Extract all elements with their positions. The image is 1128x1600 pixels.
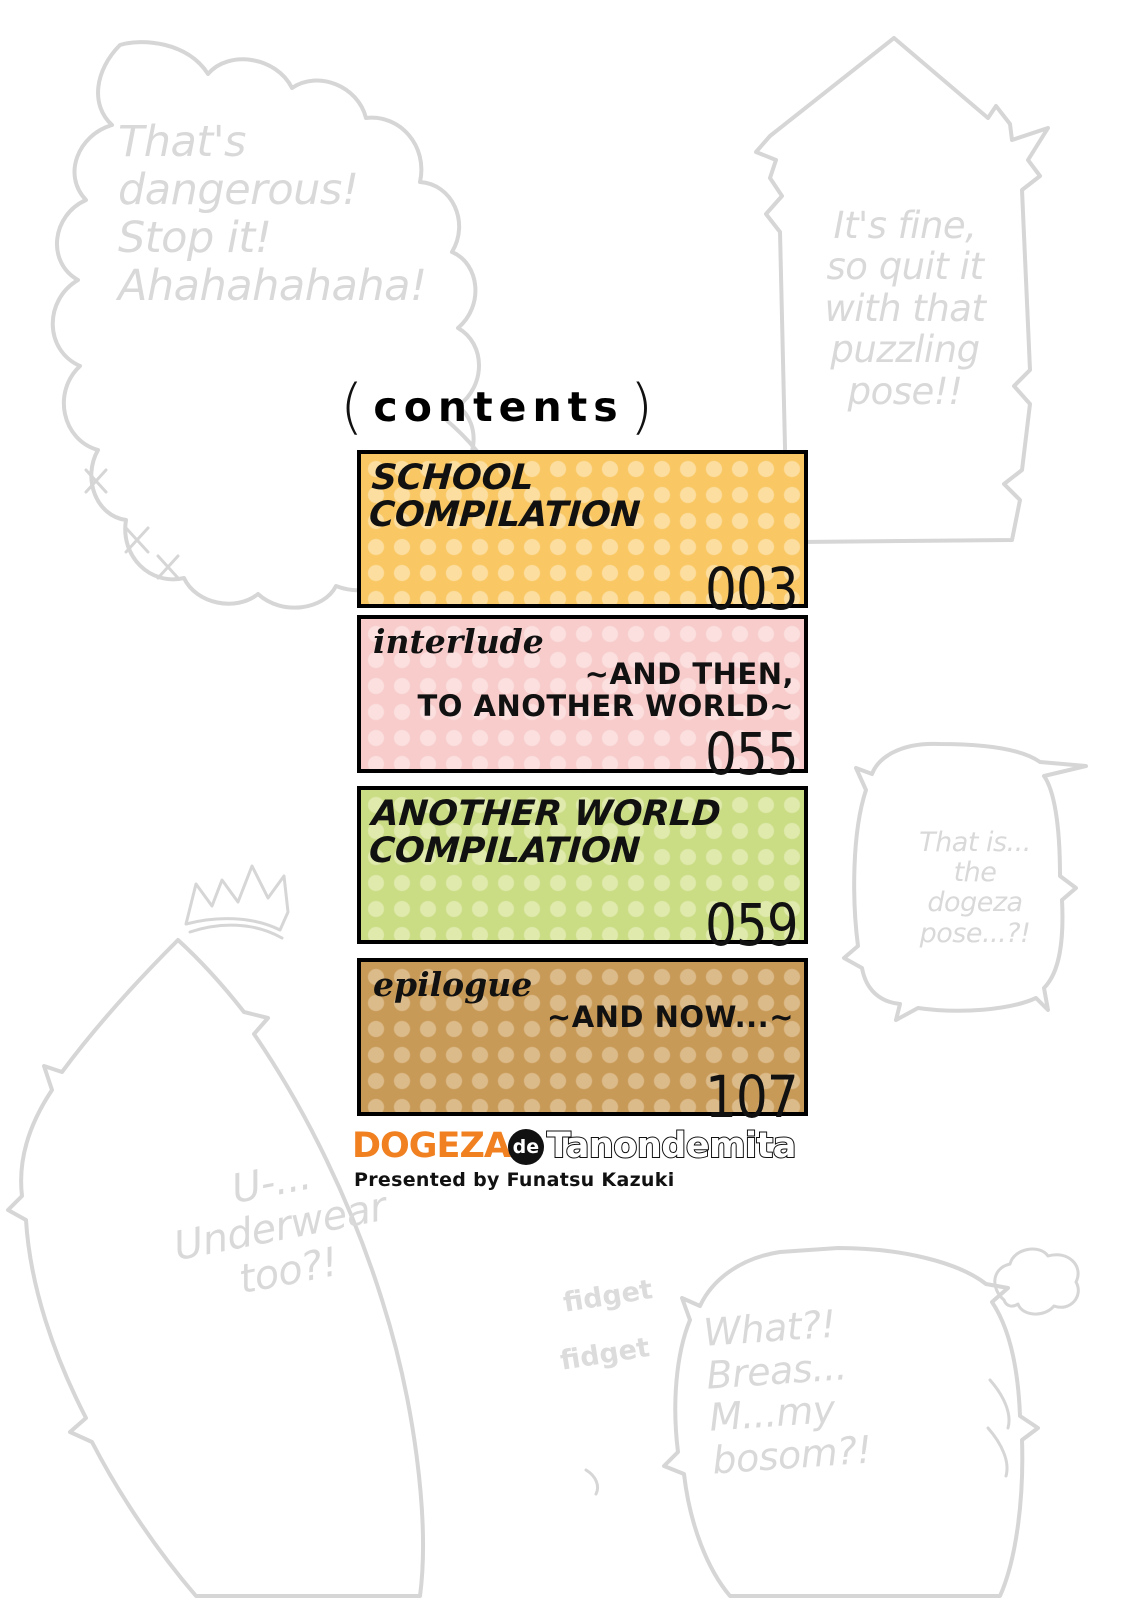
author-credit: Presented by Funatsu Kazuki <box>354 1169 675 1191</box>
bubble-text-top-left: That's dangerous! Stop it! Ahahahahaha! <box>118 117 427 312</box>
polka-dot-pattern <box>361 790 804 940</box>
page-title-open-paren: ( <box>340 372 364 442</box>
logo-wordmark: DOGEZA de Tanondemita <box>352 1126 822 1166</box>
sfx-text-fidget-1: fidget <box>561 1274 655 1319</box>
page-title-close-paren: ) <box>629 372 654 442</box>
puff-icon-1 <box>993 1247 1080 1316</box>
sparkle-1 <box>84 468 108 494</box>
toc-entry-interlude[interactable]: interlude ~AND THEN, TO ANOTHER WORLD~ 0… <box>357 615 808 783</box>
toc-entry-title: SCHOOL COMPILATION <box>367 458 642 536</box>
toc-entry-page-number: 059 <box>705 891 798 959</box>
toc-entry-fill <box>361 454 804 604</box>
toc-entry-content: interlude ~AND THEN, TO ANOTHER WORLD~ 0… <box>361 619 804 783</box>
puff-icon-4 <box>584 1468 600 1496</box>
toc-entry-title: ANOTHER WORLD COMPILATION <box>367 794 723 872</box>
toc-entry-content: SCHOOL COMPILATION 003 <box>361 454 804 618</box>
sparkle-3 <box>156 554 180 580</box>
sparkle-1b <box>84 468 108 494</box>
logo-tanondemita-text: Tanondemita <box>546 1125 797 1166</box>
bubble-text-bottom-right: What?! Breas... M...my bosom?! <box>701 1301 873 1483</box>
crown-icon-underline <box>188 923 284 940</box>
page-title: ( contents ) <box>340 372 740 442</box>
polka-dot-pattern <box>361 619 804 769</box>
polka-dot-pattern <box>361 962 804 1112</box>
bubble-text-top-right: It's fine, so quit it with that puzzling… <box>824 204 986 413</box>
toc-entry-page-number: 003 <box>705 555 798 623</box>
sparkle-2b <box>124 526 150 554</box>
logo-de-badge: de <box>507 1129 544 1165</box>
crown-icon <box>184 864 290 932</box>
bubble-text-right-middle: That is... the dogeza pose...?! <box>919 827 1031 949</box>
series-logo: DOGEZA de Tanondemita Presented by Funat… <box>352 1126 822 1191</box>
sparkle-2 <box>124 526 150 554</box>
toc-entry-school[interactable]: SCHOOL COMPILATION 003 <box>357 450 808 618</box>
sfx-text-fidget-2: fidget <box>558 1332 652 1377</box>
toc-entry-fill <box>361 962 804 1112</box>
toc-entry-content: ANOTHER WORLD COMPILATION 059 <box>361 790 804 954</box>
toc-entry-another-world[interactable]: ANOTHER WORLD COMPILATION 059 <box>357 786 808 954</box>
toc-entry-label: interlude <box>373 622 544 661</box>
toc-entry-subtitle: ~AND THEN, TO ANOTHER WORLD~ <box>417 657 794 724</box>
toc-entry-subtitle: ~AND NOW...~ <box>546 1000 794 1034</box>
page-title-text: contents <box>373 383 624 431</box>
polka-dot-pattern <box>361 454 804 604</box>
puff-icon-2 <box>988 1378 1011 1430</box>
toc-entry-epilogue[interactable]: epilogue ~AND NOW...~ 107 <box>357 958 808 1126</box>
logo-dogeza-text: DOGEZA <box>352 1125 511 1166</box>
toc-entry-label: epilogue <box>373 965 533 1004</box>
toc-entry-fill <box>361 619 804 769</box>
toc-entry-page-number: 107 <box>705 1063 798 1131</box>
sparkle-3b <box>156 554 180 580</box>
toc-entry-page-number: 055 <box>705 720 798 788</box>
toc-entry-fill <box>361 790 804 940</box>
toc-entry-content: epilogue ~AND NOW...~ 107 <box>361 962 804 1126</box>
